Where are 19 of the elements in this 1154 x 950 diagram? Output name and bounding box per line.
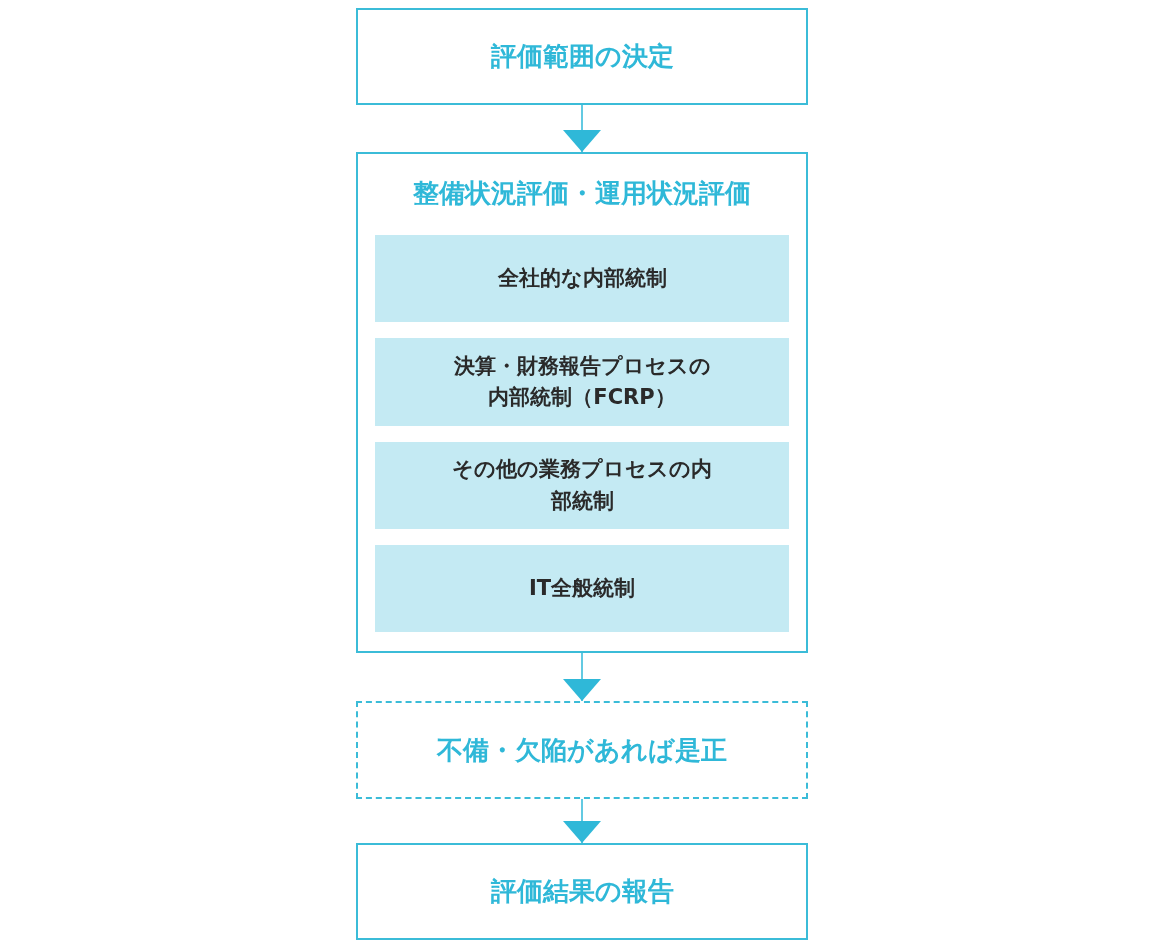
box-label: 評価範囲の決定 bbox=[490, 40, 674, 73]
group-box bbox=[356, 152, 808, 653]
box-label: 決算・財務報告プロセスの内部統制（FCRP） bbox=[452, 352, 712, 411]
process-box bbox=[375, 235, 789, 322]
box-label: IT全般統制 bbox=[528, 574, 636, 602]
group-heading: 整備状況評価・運用状況評価 bbox=[413, 177, 751, 210]
process-box bbox=[375, 442, 789, 529]
box-label: 評価結果の報告 bbox=[490, 875, 674, 908]
arrow bbox=[563, 798, 601, 844]
dashed-process-box bbox=[356, 701, 808, 799]
process-box bbox=[356, 843, 808, 940]
process-box bbox=[375, 338, 789, 426]
process-box bbox=[356, 8, 808, 105]
arrow bbox=[563, 652, 601, 702]
process-box bbox=[375, 545, 789, 632]
box-label: 全社的な内部統制 bbox=[497, 264, 667, 292]
box-label: 不備・欠陥があれば是正 bbox=[437, 733, 727, 767]
box-label: その他の業務プロセスの内部統制 bbox=[451, 456, 713, 515]
arrow bbox=[563, 104, 601, 153]
